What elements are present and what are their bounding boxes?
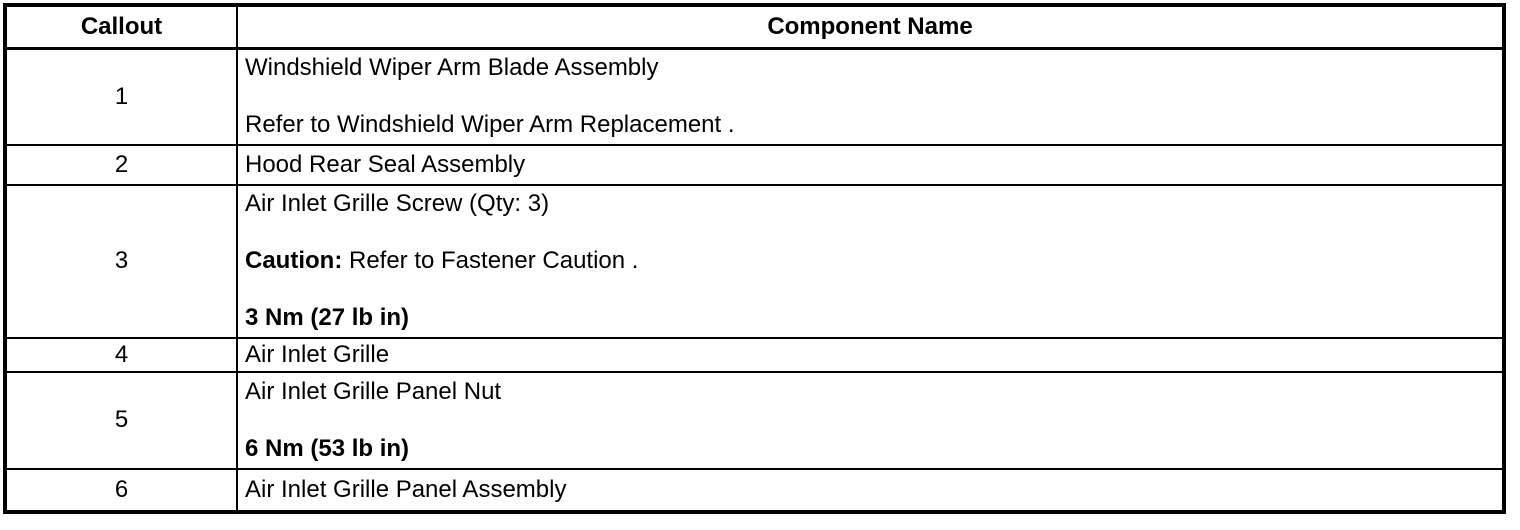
component-text-line: Hood Rear Seal Assembly xyxy=(245,151,1494,179)
header-cell-component-name: Component Name xyxy=(236,4,1505,50)
text-segment: Hood Rear Seal Assembly xyxy=(245,150,526,178)
callout-number: 4 xyxy=(4,336,238,373)
component-text-line: Air Inlet Grille Screw (Qty: 3) xyxy=(245,190,1494,218)
component-name-cell: Hood Rear Seal Assembly xyxy=(236,143,1505,186)
text-segment: Windshield Wiper Arm Blade Assembly xyxy=(245,54,659,82)
text-segment: Refer to Fastener Caution . xyxy=(342,247,639,274)
component-text-line: Air Inlet Grille Panel Nut xyxy=(245,378,1494,406)
text-segment: Air Inlet Grille xyxy=(245,340,390,368)
bold-text-segment: 3 Nm (27 lb in) xyxy=(245,304,410,331)
text-segment: Air Inlet Grille Screw (Qty: 3) xyxy=(245,190,550,217)
bold-text-segment: Caution: xyxy=(245,247,343,274)
component-text-line: Windshield Wiper Arm Blade Assembly xyxy=(245,54,1494,82)
callout-number: 3 xyxy=(4,183,238,339)
component-name-cell: Air Inlet Grille Panel Assembly xyxy=(236,467,1505,513)
text-segment: Refer to Windshield Wiper Arm Replacemen… xyxy=(245,111,735,139)
text-segment: Air Inlet Grille Panel Nut xyxy=(245,377,502,405)
component-text-line: 3 Nm (27 lb in) xyxy=(245,304,1494,332)
header-cell-callout: Callout xyxy=(4,4,238,50)
callout-number: 6 xyxy=(4,467,238,513)
component-name-cell: Air Inlet Grille xyxy=(236,336,1505,373)
component-text-line: Air Inlet Grille xyxy=(245,341,1494,369)
component-name-cell: Air Inlet Grille Panel Nut 6 Nm (53 lb in… xyxy=(236,370,1505,470)
component-text-line: 6 Nm (53 lb in) xyxy=(245,435,1494,463)
callout-number: 2 xyxy=(4,143,238,186)
component-text-line: Caution: Refer to Fastener Caution . xyxy=(245,247,1494,275)
callout-number: 1 xyxy=(4,47,238,146)
text-segment: Air Inlet Grille Panel Assembly xyxy=(245,475,567,503)
table-row: 3 Air Inlet Grille Screw (Qty: 3) Caution:… xyxy=(4,183,1505,339)
table-header: Callout Component Name xyxy=(4,4,1505,50)
bold-text-segment: 6 Nm (53 lb in) xyxy=(245,434,410,462)
component-text-line: Air Inlet Grille Panel Assembly xyxy=(245,476,1494,504)
component-name-cell: Air Inlet Grille Screw (Qty: 3) Caution: … xyxy=(236,183,1505,339)
callout-number: 5 xyxy=(4,370,238,470)
component-text-line: Refer to Windshield Wiper Arm Replacemen… xyxy=(245,111,1494,139)
header-row: Callout Component Name xyxy=(4,4,1505,50)
